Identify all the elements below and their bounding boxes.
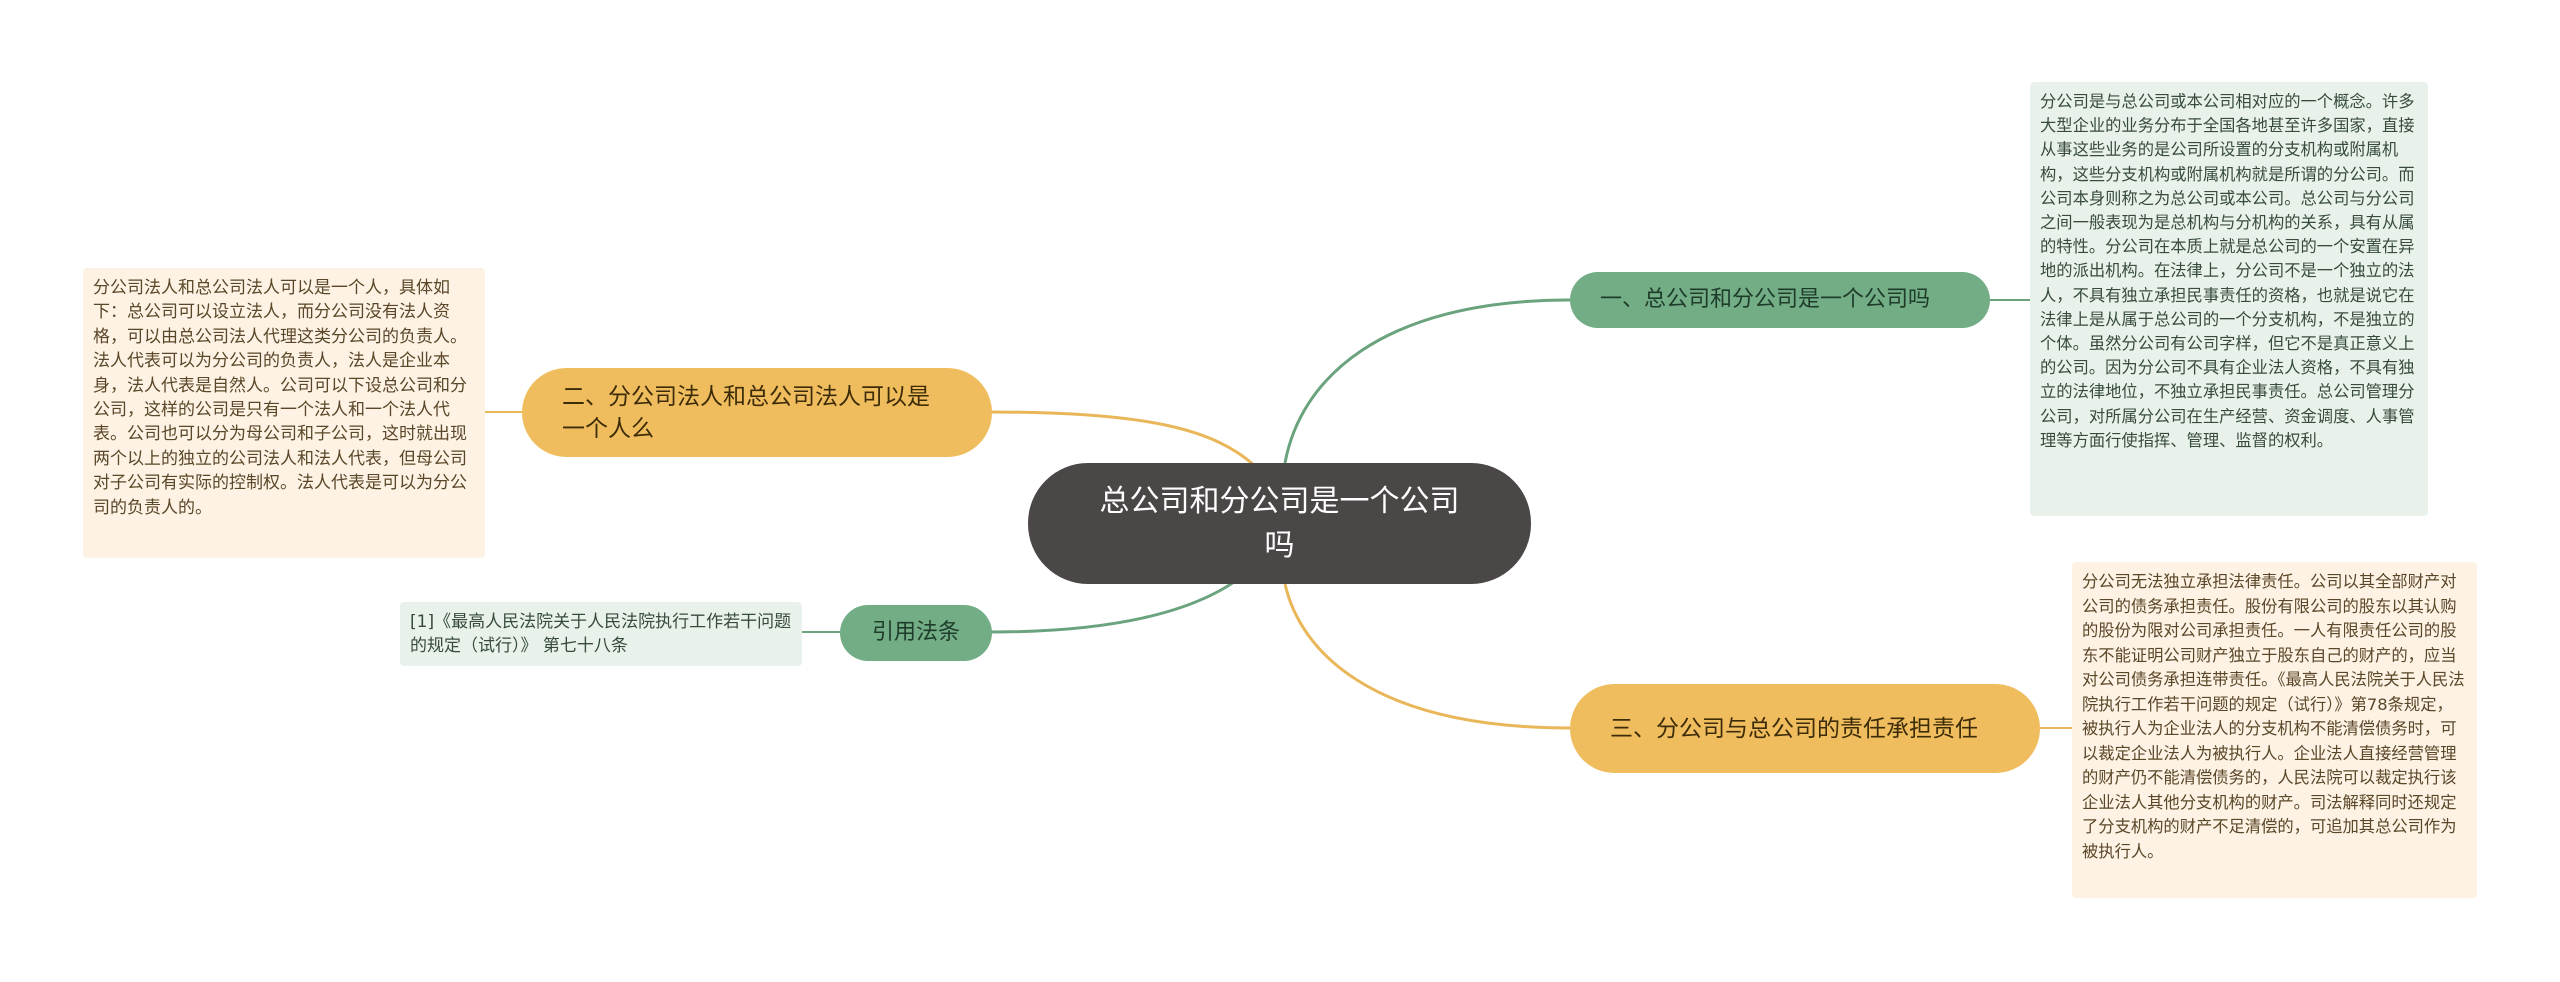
branch-1-detail-text: 分公司是与总公司或本公司相对应的一个概念。许多大型企业的业务分布于全国各地甚至许… bbox=[2040, 92, 2415, 450]
central-topic[interactable]: 总公司和分公司是一个公司吗 bbox=[1028, 463, 1531, 584]
branch-3-label: 三、分公司与总公司的责任承担责任 bbox=[1610, 715, 1978, 742]
branch-1-detail: 分公司是与总公司或本公司相对应的一个概念。许多大型企业的业务分布于全国各地甚至许… bbox=[2030, 82, 2428, 516]
branch-4-detail-text: [1]《最高人民法院关于人民法院执行工作若干问题的规定（试行）》 第七十八条 bbox=[410, 612, 792, 656]
branch-1-label: 一、总公司和分公司是一个公司吗 bbox=[1600, 287, 1931, 312]
branch-3-node[interactable]: 三、分公司与总公司的责任承担责任 bbox=[1570, 684, 2040, 773]
branch-3-detail: 分公司无法独立承担法律责任。公司以其全部财产对公司的债务承担责任。股份有限公司的… bbox=[2072, 562, 2477, 898]
edge-center-to-branch-2 bbox=[989, 410, 1257, 468]
branch-1-node[interactable]: 一、总公司和分公司是一个公司吗 bbox=[1570, 272, 1990, 328]
branch-4-detail: [1]《最高人民法院关于人民法院执行工作若干问题的规定（试行）》 第七十八条 bbox=[400, 602, 802, 666]
branch-3-detail-text: 分公司无法独立承担法律责任。公司以其全部财产对公司的债务承担责任。股份有限公司的… bbox=[2082, 572, 2465, 861]
central-topic-text: 总公司和分公司是一个公司吗 bbox=[1099, 483, 1460, 563]
branch-2-node[interactable]: 二、分公司法人和总公司法人可以是一个人么 bbox=[522, 368, 992, 457]
branch-2-label: 二、分公司法人和总公司法人可以是一个人么 bbox=[562, 383, 930, 442]
edge-center-to-branch-1 bbox=[1283, 298, 1571, 464]
edge-center-to-branch-3 bbox=[1283, 583, 1571, 730]
edge-center-to-branch-4 bbox=[989, 572, 1246, 634]
branch-4-node[interactable]: 引用法条 bbox=[840, 605, 992, 661]
branch-4-label: 引用法条 bbox=[871, 620, 960, 645]
branch-2-detail-text: 分公司法人和总公司法人可以是一个人，具体如下：总公司可以设立法人，而分公司没有法… bbox=[93, 278, 467, 518]
branch-2-detail: 分公司法人和总公司法人可以是一个人，具体如下：总公司可以设立法人，而分公司没有法… bbox=[83, 268, 485, 558]
